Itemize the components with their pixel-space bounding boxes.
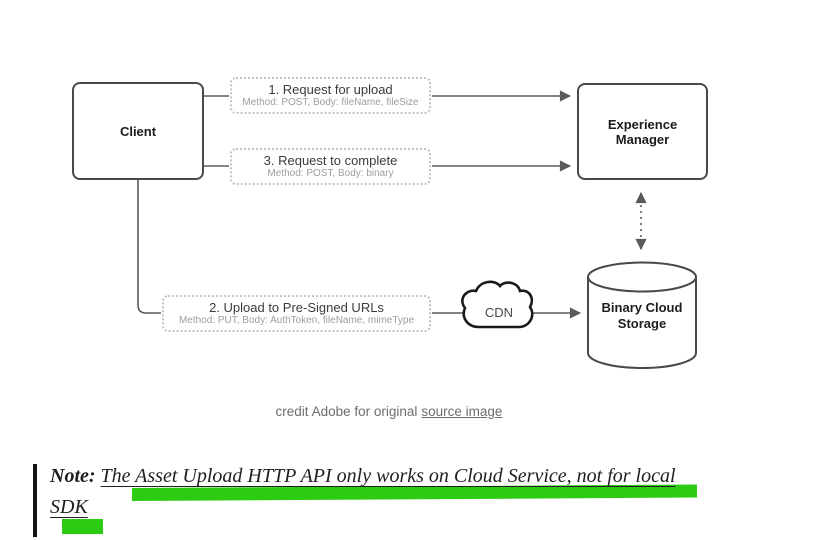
step-title: 1. Request for upload bbox=[268, 82, 393, 97]
step-box-request-for-upload: 1. Request for upload Method: POST, Body… bbox=[230, 77, 431, 114]
note-text-line2: SDK bbox=[50, 496, 88, 518]
note-line-1: Note: The Asset Upload HTTP API only wor… bbox=[50, 461, 740, 492]
note-block: Note: The Asset Upload HTTP API only wor… bbox=[50, 461, 740, 523]
step-subtitle: Method: PUT, Body: AuthToken, fileName, … bbox=[178, 315, 415, 326]
credit-text: credit Adobe for original bbox=[275, 404, 418, 419]
node-binary-cloud-storage-label: Binary Cloud Storage bbox=[601, 300, 683, 331]
step-box-request-to-complete: 3. Request to complete Method: POST, Bod… bbox=[230, 148, 431, 185]
step-title: 3. Request to complete bbox=[263, 153, 398, 168]
cdn-cloud-icon bbox=[461, 280, 534, 329]
note-label: Note: bbox=[50, 465, 96, 487]
connector-client-step2 bbox=[137, 180, 161, 314]
step-box-upload-presigned-urls: 2. Upload to Pre-Signed URLs Method: PUT… bbox=[162, 295, 431, 332]
note-text-line1: The Asset Upload HTTP API only works on … bbox=[100, 465, 676, 487]
green-highlight-sdk bbox=[62, 519, 103, 534]
step-title: 2. Upload to Pre-Signed URLs bbox=[209, 300, 384, 315]
storage-cylinder-body bbox=[587, 277, 697, 369]
step-subtitle: Method: POST, Body: fileName, fileSize bbox=[242, 97, 419, 108]
cdn-label: CDN bbox=[484, 305, 514, 320]
step-subtitle: Method: POST, Body: binary bbox=[267, 168, 394, 179]
source-image-link[interactable]: source image bbox=[421, 404, 503, 419]
storage-cylinder-top bbox=[587, 261, 697, 293]
node-experience-manager-label: Experience Manager bbox=[607, 116, 678, 147]
note-quote-bar bbox=[33, 464, 37, 537]
note-line-2: SDK bbox=[50, 492, 740, 523]
node-experience-manager: Experience Manager bbox=[577, 83, 708, 180]
node-client: Client bbox=[72, 82, 204, 180]
node-client-label: Client bbox=[119, 123, 157, 139]
